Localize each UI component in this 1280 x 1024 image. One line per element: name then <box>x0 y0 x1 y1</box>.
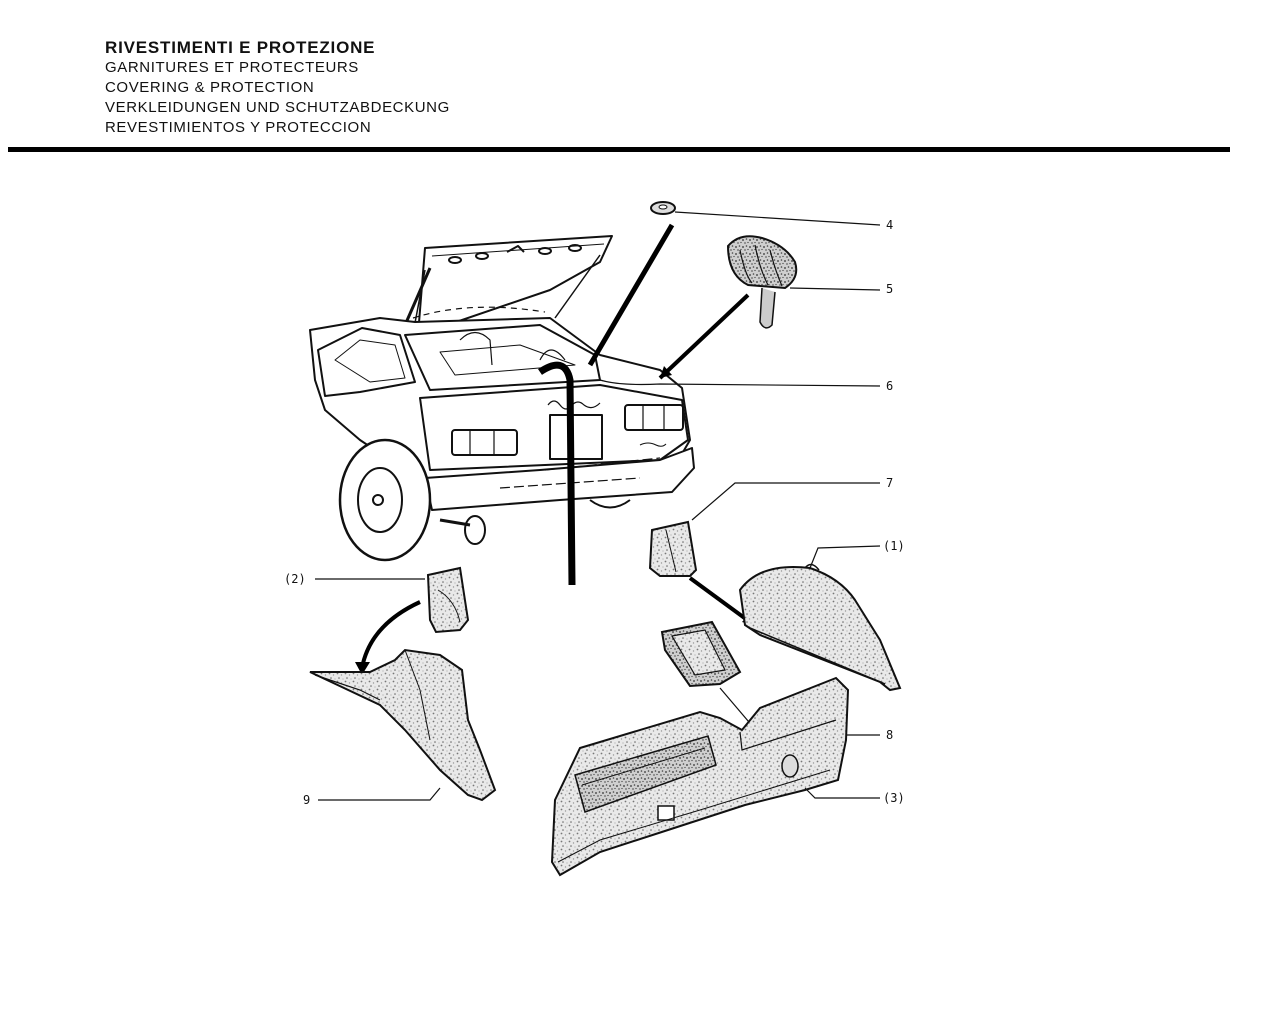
part-1-side-trim <box>738 545 902 692</box>
part-4-grommet <box>587 201 881 367</box>
callout-5: 5 <box>886 282 893 296</box>
title-italian: RIVESTIMENTI E PROTEZIONE <box>105 38 376 57</box>
title-english: COVERING & PROTECTION <box>105 79 315 96</box>
callout-7: 7 <box>886 476 893 490</box>
callout-6: 6 <box>886 379 893 393</box>
callout-9: 9 <box>303 793 310 807</box>
callout-2: (2) <box>284 572 306 586</box>
part-5-bellows-cover <box>658 235 881 380</box>
callout-8: 8 <box>886 728 893 742</box>
callout-1: (1) <box>883 539 905 553</box>
callout-4: 4 <box>886 218 893 232</box>
part-7-panel <box>648 482 880 626</box>
title-spanish: REVESTIMIENTOS Y PROTECCION <box>105 119 372 136</box>
title-german: VERKLEIDUNGEN UND SCHUTZABDECKUNG <box>105 99 450 116</box>
part-9-wheel-arch-trim <box>309 648 497 802</box>
title-block: RIVESTIMENTI E PROTEZIONE GARNITURES ET … <box>105 38 450 138</box>
title-french: GARNITURES ET PROTECTEURS <box>105 59 359 76</box>
car-illustration <box>309 235 695 562</box>
part-2-corner-piece <box>315 566 470 675</box>
header-rule <box>8 147 1230 152</box>
leader-6 <box>599 379 881 387</box>
part-8-vent-cover <box>660 620 880 736</box>
seal-strip-line <box>538 361 576 586</box>
part-3-rear-trim-panel <box>550 676 880 877</box>
callout-3: (3) <box>883 791 905 805</box>
